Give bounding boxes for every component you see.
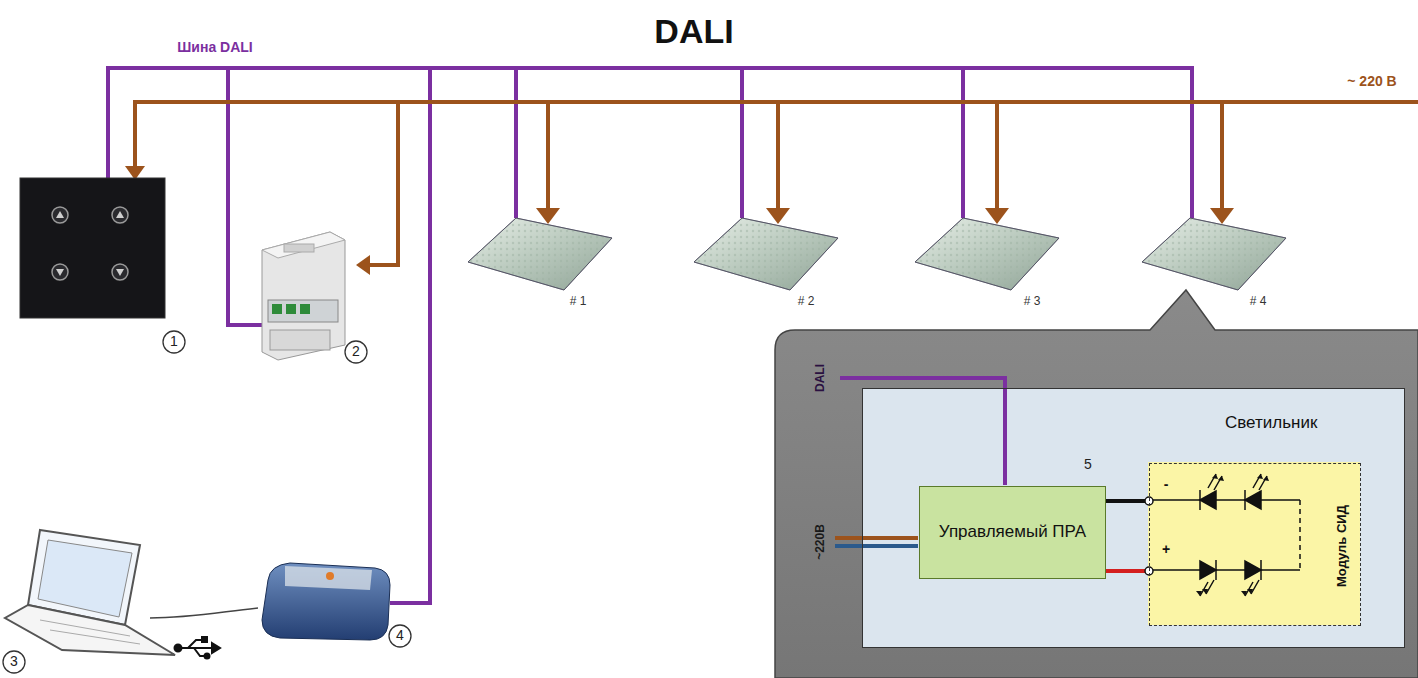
neutral-wire xyxy=(835,544,918,548)
driver-output-wire xyxy=(1106,497,1153,505)
signal-label: DALI xyxy=(814,364,827,392)
callout-number: 5 xyxy=(1084,457,1092,472)
din-power-supply xyxy=(262,232,345,360)
led-chain xyxy=(1152,474,1300,596)
usb-cable xyxy=(150,608,258,618)
led-module-fill xyxy=(1148,462,1360,625)
led-module: Модуль СИД xyxy=(1149,463,1361,626)
bus-label: Шина DALI xyxy=(177,40,252,55)
supply-label: ~220В xyxy=(814,524,827,560)
dali-wire xyxy=(840,378,1005,485)
luminaire-number: # 1 xyxy=(570,295,587,308)
diagram-title: DALI xyxy=(654,13,733,50)
voltage-label: ~ 220 В xyxy=(1347,74,1396,89)
luminaire-housing: СветильникУправляемый ПРА Модуль СИД xyxy=(862,388,1405,648)
inset-panel xyxy=(775,290,1418,678)
luminaire-number: # 4 xyxy=(1250,295,1267,308)
wall-panel xyxy=(20,178,165,318)
laptop xyxy=(5,530,175,655)
node-text: Модуль СИД xyxy=(1334,505,1350,587)
polarity-minus: - xyxy=(1164,477,1169,492)
luminaire-number: # 3 xyxy=(1024,295,1041,308)
driver-output-wire xyxy=(1106,567,1153,575)
led-light-arrowheads xyxy=(1196,474,1269,596)
luminaire-housing-fill xyxy=(862,388,1405,648)
luminaire-number: # 2 xyxy=(798,295,815,308)
callout-number: 2 xyxy=(352,344,360,359)
polarity-plus: + xyxy=(1162,542,1170,557)
phase-wire xyxy=(835,536,918,540)
callout-number: 1 xyxy=(170,334,178,349)
dimmable-driver: Управляемый ПРА xyxy=(919,486,1106,579)
callout-number: 3 xyxy=(10,654,18,669)
node-text: Управляемый ПРА xyxy=(939,522,1086,542)
node-text: Светильник xyxy=(1225,413,1317,433)
usb-symbol xyxy=(175,637,221,659)
luminaires xyxy=(468,218,1286,290)
usb-dali-interface xyxy=(262,563,390,640)
callout-number: 4 xyxy=(396,628,404,643)
